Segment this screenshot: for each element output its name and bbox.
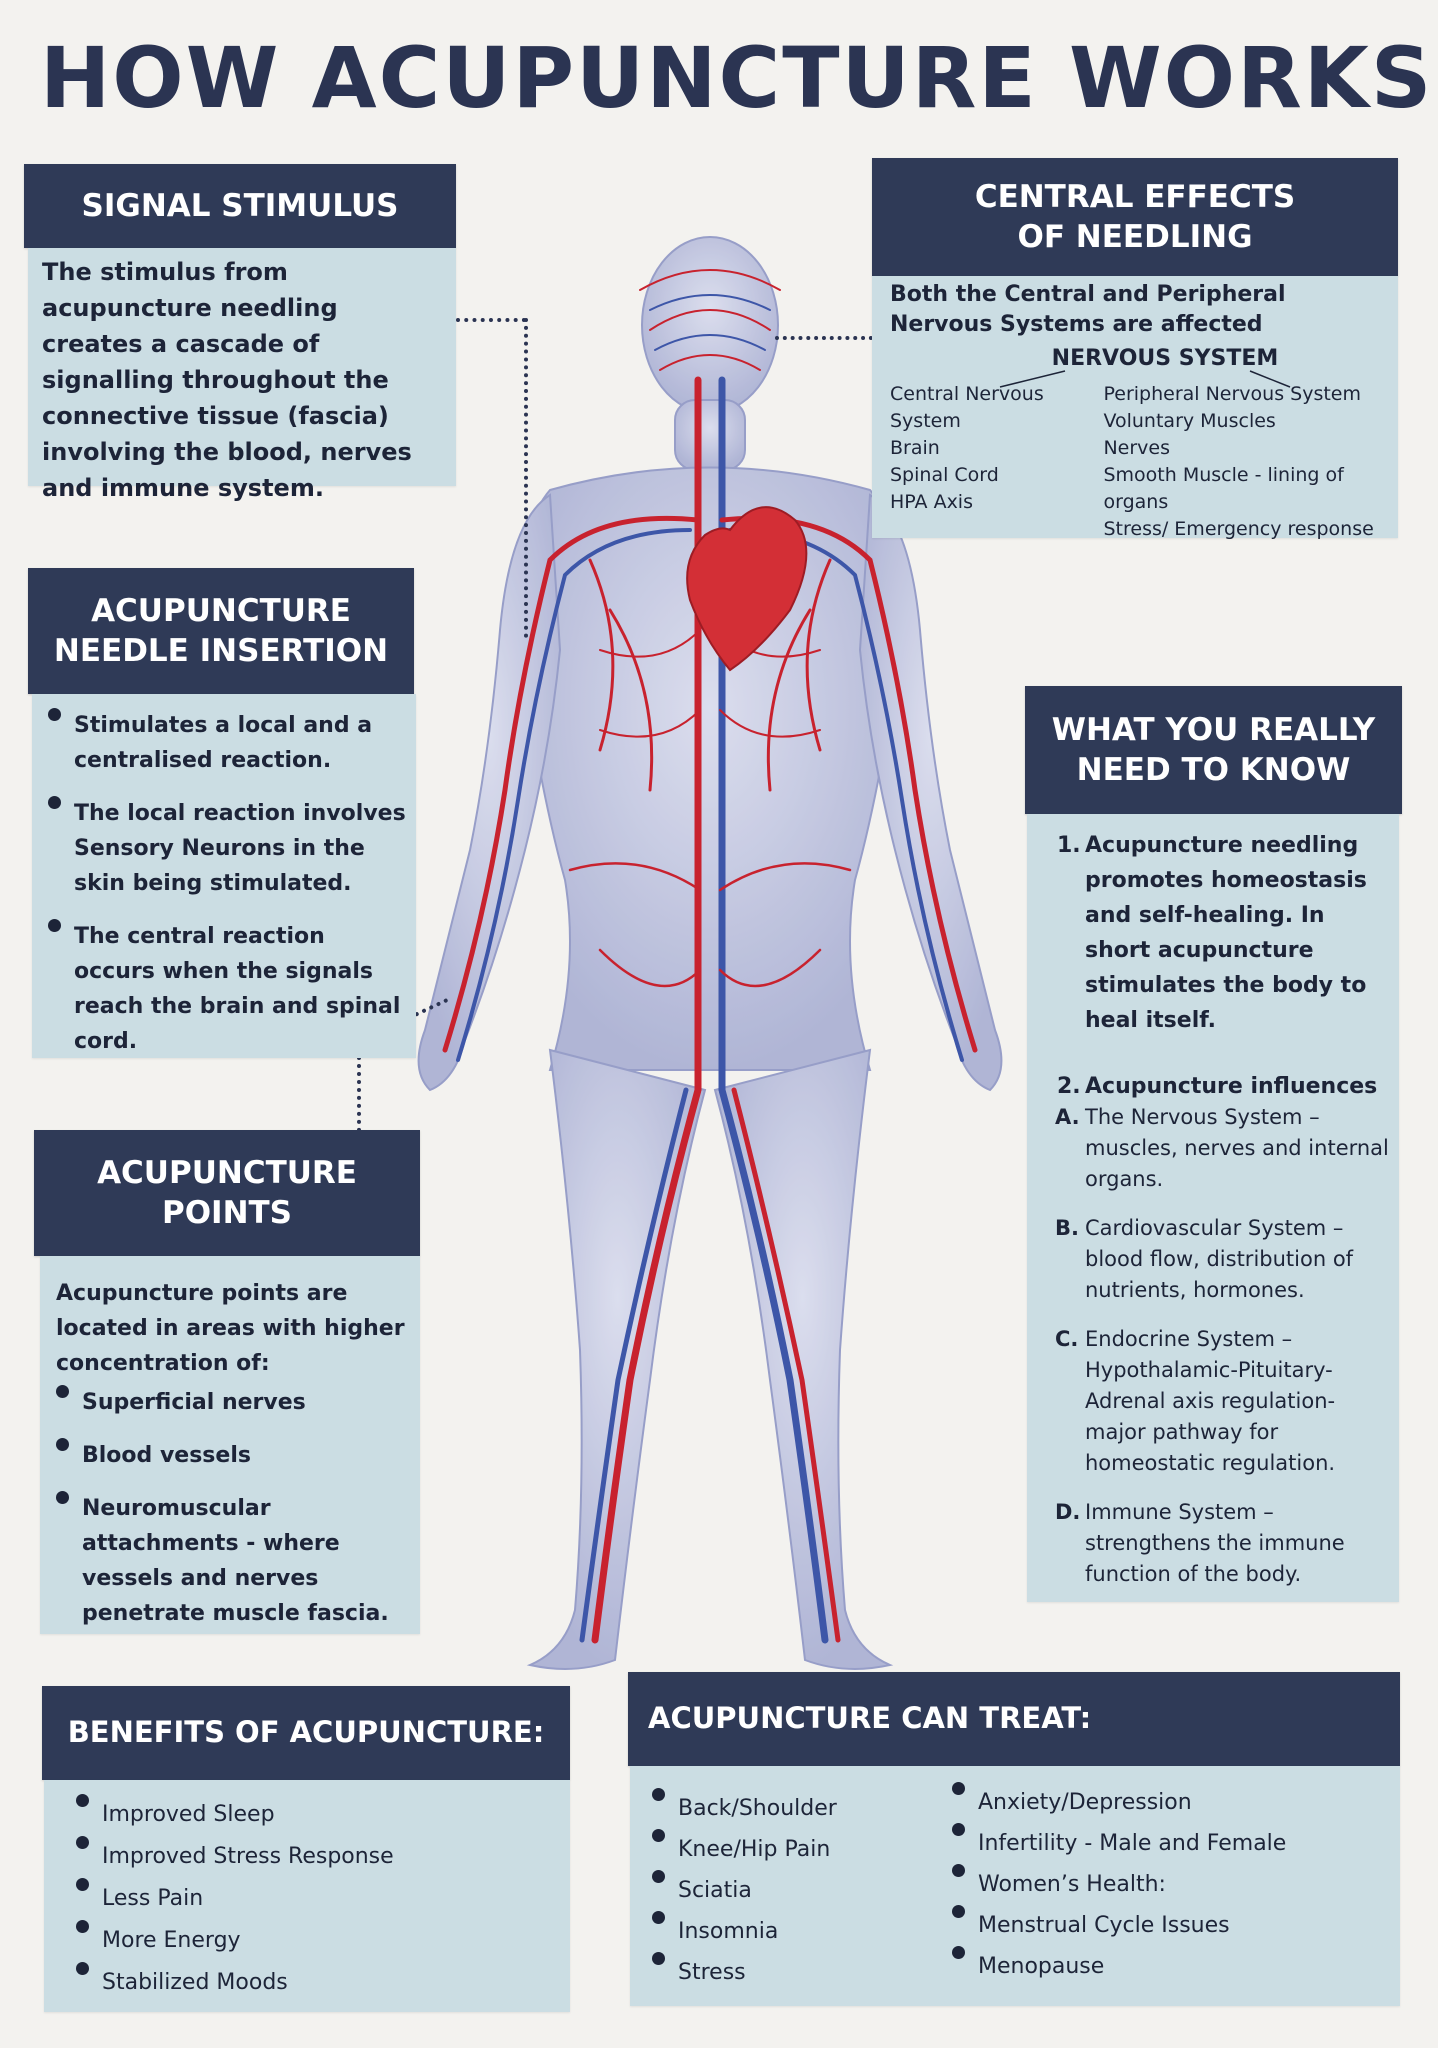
know-point-number: 1.	[1057, 833, 1081, 858]
benefits-list: Improved Sleep Improved Stress Response …	[76, 1794, 560, 2004]
list-item: Anxiety/Depression	[952, 1782, 1378, 1823]
list-item: Stabilized Moods	[76, 1962, 560, 2004]
list-item: Improved Stress Response	[76, 1836, 560, 1878]
subpoint-letter: D.	[1055, 1500, 1081, 1524]
acupuncture-points-header: ACUPUNCTURE POINTS	[34, 1130, 420, 1256]
list-item: Women’s Health:	[952, 1864, 1378, 1905]
needle-insertion-heading-line1: ACUPUNCTURE	[91, 592, 351, 629]
needle-insertion-list: Stimulates a local and a centralised rea…	[48, 708, 406, 1059]
cns-item: HPA Axis	[890, 491, 973, 513]
list-item: Blood vessels	[56, 1438, 410, 1473]
nervous-system-branch-lines	[999, 370, 1291, 388]
list-item: Improved Sleep	[76, 1794, 560, 1836]
list-item: Back/Shoulder	[652, 1788, 978, 1829]
cns-item: Central Nervous System	[890, 383, 1044, 432]
needle-insertion-header: ACUPUNCTURE NEEDLE INSERTION	[28, 568, 414, 694]
needle-insertion-heading-line2: NEEDLE INSERTION	[53, 633, 389, 669]
list-item: Neuromuscular attachments - where vessel…	[56, 1491, 410, 1631]
subpoint-text: Cardiovascular System – blood flow, dist…	[1085, 1216, 1354, 1302]
list-item: Infertility - Male and Female	[952, 1823, 1378, 1864]
know-subpoint: B. Cardiovascular System – blood flow, d…	[1055, 1213, 1389, 1306]
list-item: Knee/Hip Pain	[652, 1829, 978, 1870]
list-item: The local reaction involves Sensory Neur…	[48, 796, 406, 901]
know-point-text: Acupuncture influences	[1085, 1074, 1378, 1099]
know-subpoint: D. Immune System – strengthens the immun…	[1055, 1497, 1389, 1590]
signal-connector-line	[456, 318, 526, 322]
central-effects-header: CENTRAL EFFECTS OF NEEDLING	[872, 158, 1398, 276]
signal-connector-line-vertical	[524, 318, 528, 638]
cns-item: Brain	[890, 437, 940, 459]
list-item: Stimulates a local and a centralised rea…	[48, 708, 406, 778]
acupuncture-points-list: Superficial nerves Blood vessels Neuromu…	[56, 1385, 410, 1631]
need-to-know-heading-line1: WHAT YOU REALLY	[1051, 711, 1376, 748]
needle-insertion-panel: Stimulates a local and a centralised rea…	[32, 694, 416, 1058]
know-point-number: 2.	[1057, 1074, 1081, 1099]
subpoint-text: The Nervous System – muscles, nerves and…	[1085, 1105, 1389, 1191]
list-item: Sciatia	[652, 1870, 978, 1911]
know-point-1: 1. Acupuncture needling promotes homeost…	[1057, 828, 1389, 1038]
list-item: Menopause	[952, 1946, 1378, 1987]
can-treat-panel: Back/Shoulder Knee/Hip Pain Sciatia Inso…	[630, 1766, 1400, 2006]
signal-stimulus-heading: SIGNAL STIMULUS	[81, 187, 399, 224]
pns-item: Smooth Muscle - lining of organs	[1103, 464, 1344, 513]
subpoint-letter: A.	[1055, 1105, 1080, 1129]
list-item: Insomnia	[652, 1911, 978, 1952]
list-item: Less Pain	[76, 1878, 560, 1920]
can-treat-header: ACUPUNCTURE CAN TREAT:	[628, 1672, 1400, 1766]
list-item: More Energy	[76, 1920, 560, 1962]
benefits-header: BENEFITS OF ACUPUNCTURE:	[42, 1686, 570, 1780]
central-effects-panel: Both the Central and Peripheral Nervous …	[872, 276, 1398, 540]
need-to-know-panel: 1. Acupuncture needling promotes homeost…	[1027, 814, 1399, 1602]
need-to-know-header: WHAT YOU REALLY NEED TO KNOW	[1025, 686, 1402, 814]
subpoint-letter: B.	[1055, 1216, 1079, 1240]
central-effects-heading-line1: CENTRAL EFFECTS	[974, 178, 1296, 215]
pns-item: Voluntary Muscles	[1103, 410, 1276, 432]
human-circulatory-system-figure	[417, 236, 1003, 1670]
benefits-panel: Improved Sleep Improved Stress Response …	[44, 1780, 570, 2012]
list-item: Stress	[652, 1952, 978, 1993]
nervous-system-label: NERVOUS SYSTEM	[1051, 346, 1279, 371]
know-point-text: Acupuncture needling promotes homeostasi…	[1085, 833, 1367, 1033]
central-effects-intro: Both the Central and Peripheral Nervous …	[890, 282, 1286, 337]
benefits-heading: BENEFITS OF ACUPUNCTURE:	[67, 1715, 545, 1750]
know-point-2: 2. Acupuncture influences	[1057, 1072, 1389, 1102]
page-title: HOW ACUPUNCTURE WORKS	[40, 29, 1434, 127]
know-subpoint: C. Endocrine System – Hypothalamic-Pitui…	[1055, 1324, 1389, 1479]
can-treat-list-2: Anxiety/Depression Infertility - Male an…	[952, 1782, 1378, 2006]
can-treat-heading: ACUPUNCTURE CAN TREAT:	[648, 1701, 1092, 1736]
pns-item: Stress/ Emergency response	[1103, 518, 1374, 540]
acupuncture-points-heading-line1: ACUPUNCTURE	[97, 1154, 357, 1191]
pns-item: Nerves	[1103, 437, 1171, 459]
know-subpoints: A. The Nervous System – muscles, nerves …	[1055, 1102, 1389, 1590]
subpoint-text: Immune System – strengthens the immune f…	[1085, 1500, 1345, 1586]
nervous-system-columns: Central Nervous System Brain Spinal Cord…	[890, 381, 1380, 543]
central-nervous-column: Central Nervous System Brain Spinal Cord…	[890, 381, 1085, 543]
signal-stimulus-panel: The stimulus from acupuncture needling c…	[28, 248, 456, 502]
peripheral-nervous-column: Peripheral Nervous System Voluntary Musc…	[1103, 381, 1380, 543]
cns-item: Spinal Cord	[890, 464, 999, 486]
list-item: Menstrual Cycle Issues	[952, 1905, 1378, 1946]
signal-stimulus-text: The stimulus from acupuncture needling c…	[42, 258, 412, 502]
know-subpoint: A. The Nervous System – muscles, nerves …	[1055, 1102, 1389, 1195]
acupuncture-points-intro: Acupuncture points are located in areas …	[56, 1281, 405, 1376]
subpoint-letter: C.	[1055, 1327, 1079, 1351]
pns-item: Peripheral Nervous System	[1103, 383, 1362, 405]
acupuncture-points-panel: Acupuncture points are located in areas …	[40, 1256, 420, 1634]
list-item: The central reaction occurs when the sig…	[48, 919, 406, 1059]
acupuncture-points-heading-line2: POINTS	[161, 1195, 293, 1231]
points-connector-line-vertical	[357, 1040, 361, 1132]
need-to-know-heading-line2: NEED TO KNOW	[1076, 752, 1351, 788]
signal-stimulus-header: SIGNAL STIMULUS	[24, 164, 456, 248]
subpoint-text: Endocrine System – Hypothalamic-Pituitar…	[1085, 1327, 1336, 1475]
central-connector-line	[775, 336, 873, 340]
can-treat-list-1: Back/Shoulder Knee/Hip Pain Sciatia Inso…	[652, 1782, 978, 2006]
central-effects-heading-line2: OF NEEDLING	[1017, 219, 1253, 255]
list-item: Superficial nerves	[56, 1385, 410, 1420]
